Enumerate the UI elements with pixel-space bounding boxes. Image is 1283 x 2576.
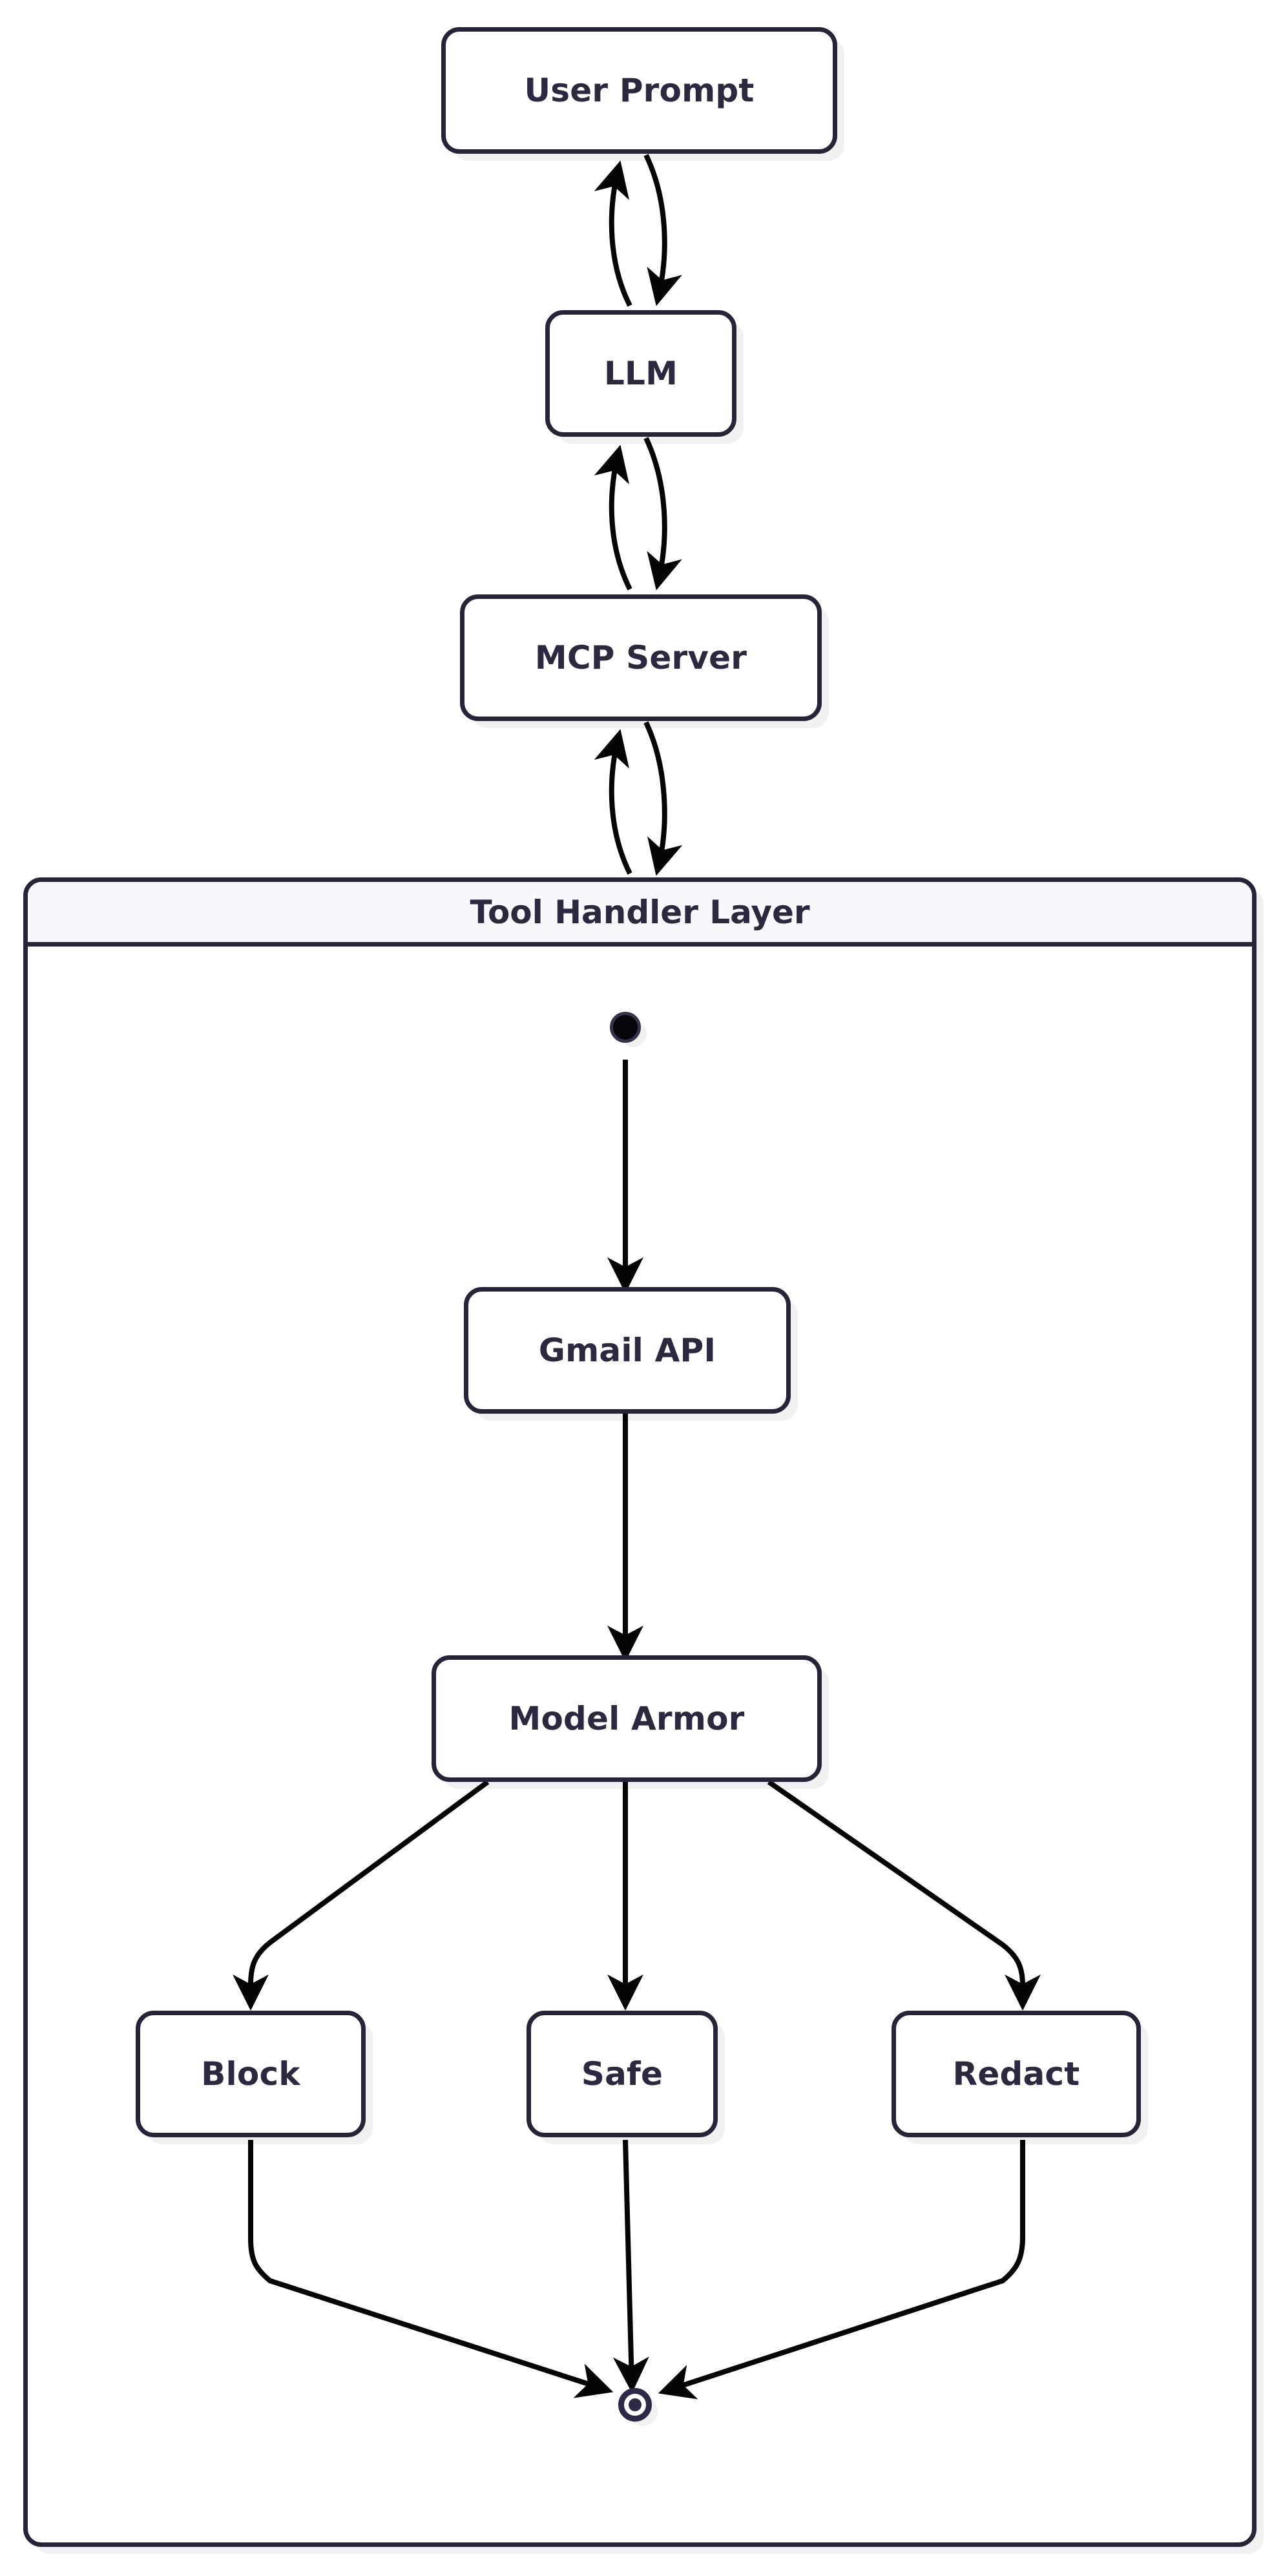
end-node-double-circle xyxy=(618,2388,652,2422)
node-llm-label: LLM xyxy=(603,355,678,392)
node-mcp-server[interactable]: MCP Server xyxy=(460,594,822,721)
node-block[interactable]: Block xyxy=(136,2011,366,2137)
node-block-label: Block xyxy=(201,2055,300,2093)
node-gmail-api[interactable]: Gmail API xyxy=(464,1287,791,1414)
node-llm[interactable]: LLM xyxy=(545,310,736,437)
edge-mcp-server-to-tool-handler xyxy=(643,721,683,876)
node-model-armor[interactable]: Model Armor xyxy=(432,1655,822,1782)
edge-tool-handler-to-mcp-server xyxy=(594,729,632,875)
cluster-title-label: Tool Handler Layer xyxy=(470,893,810,931)
edge-mcp-server-to-llm xyxy=(594,445,632,591)
edge-llm-to-user-prompt xyxy=(594,160,632,307)
node-user-prompt[interactable]: User Prompt xyxy=(441,27,837,154)
node-model-armor-label: Model Armor xyxy=(508,1700,745,1737)
cluster-title-bar: Tool Handler Layer xyxy=(28,882,1252,947)
node-user-prompt-label: User Prompt xyxy=(524,72,755,109)
start-node-circle xyxy=(610,1012,641,1043)
cluster-tool-handler-layer: Tool Handler Layer xyxy=(23,877,1257,2547)
node-safe-label: Safe xyxy=(581,2055,663,2093)
end-node-inner-dot xyxy=(629,2398,642,2411)
node-redact[interactable]: Redact xyxy=(892,2011,1141,2137)
edge-llm-to-mcp-server xyxy=(643,437,682,591)
node-redact-label: Redact xyxy=(952,2055,1080,2093)
node-safe[interactable]: Safe xyxy=(527,2011,718,2137)
node-gmail-api-label: Gmail API xyxy=(538,1332,716,1369)
edge-user-prompt-to-llm xyxy=(643,154,682,306)
node-mcp-server-label: MCP Server xyxy=(534,639,747,676)
